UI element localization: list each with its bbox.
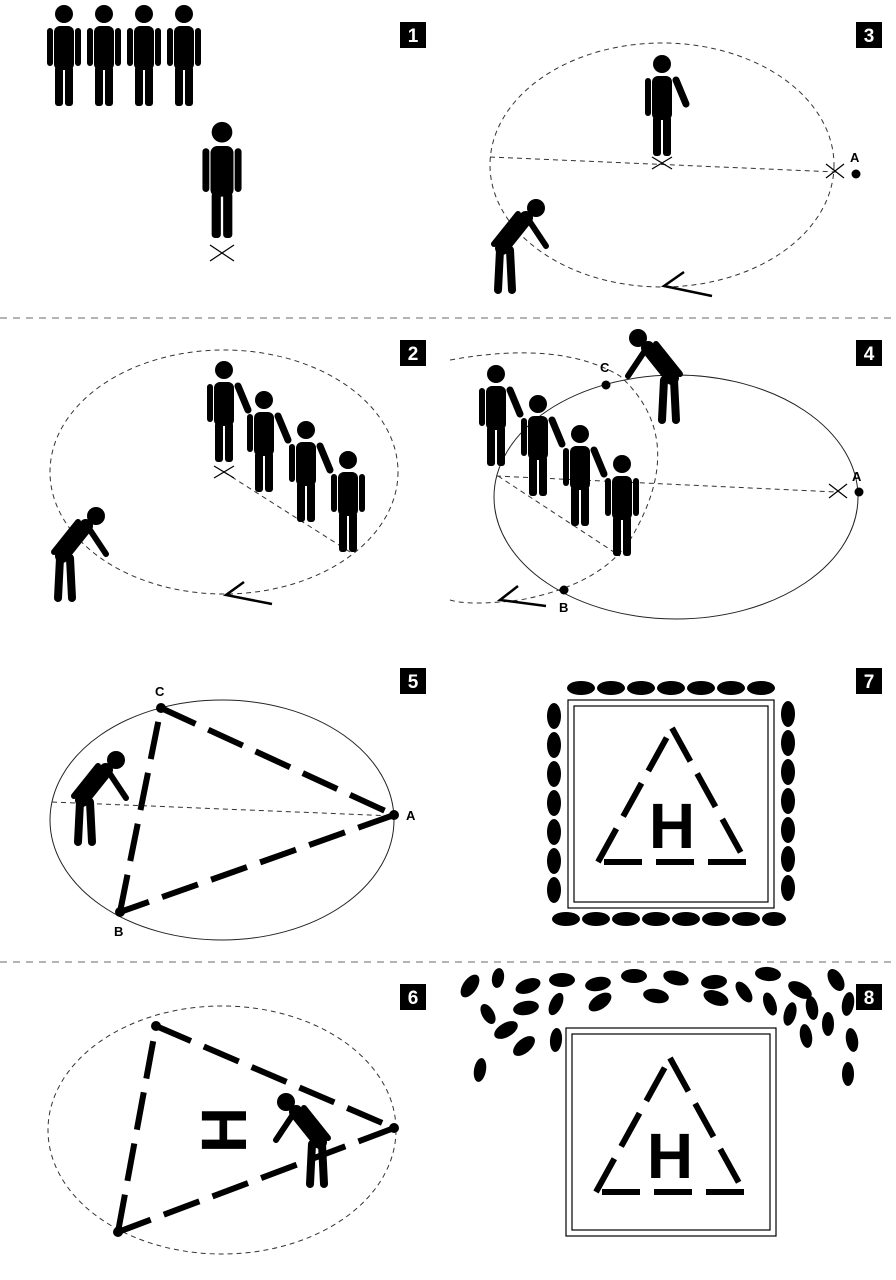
panel-4: 4 C B A [449, 329, 882, 620]
direction-arrow-icon [222, 580, 273, 606]
person-figure [289, 421, 330, 522]
helipad-letter: H [649, 790, 695, 862]
person-figure [645, 55, 686, 156]
person-figure [247, 391, 288, 492]
corner-dot [151, 1021, 161, 1031]
person-bending-figure [74, 751, 126, 842]
point-c-dot [601, 380, 611, 390]
direction-arrow-icon [496, 585, 547, 608]
triangle-outline [117, 705, 396, 915]
corner-dot [389, 1123, 399, 1133]
point-label-b: B [559, 600, 568, 615]
step-badge: 8 [856, 984, 882, 1010]
center-mark-icon [209, 244, 235, 262]
step-badge: 3 [856, 22, 882, 48]
rope-line [489, 156, 837, 173]
rope-line [495, 475, 837, 493]
person-figure [127, 5, 161, 106]
triangle-outline [593, 1056, 747, 1195]
helipad-letter: H [188, 1107, 260, 1153]
person-figure [605, 455, 639, 556]
point-label-a: A [850, 150, 860, 165]
person-figure [207, 361, 248, 462]
point-label-b: B [114, 924, 123, 939]
person-figure [521, 395, 562, 496]
panel-8: 8 [460, 966, 882, 1237]
step-badge: 5 [400, 668, 426, 694]
step-number: 1 [408, 26, 419, 47]
person-bending-figure [494, 199, 546, 290]
panel-2: 2 [49, 340, 426, 606]
stone-border [547, 681, 795, 926]
point-a-dot [389, 810, 399, 820]
step-number: 4 [864, 344, 875, 365]
panel-3: 3 A [489, 22, 882, 298]
point-label-c: C [155, 684, 165, 699]
person-figure [202, 121, 242, 238]
triangle-outline [595, 726, 749, 865]
panel-6: 6 H [47, 984, 426, 1255]
point-label-a: A [852, 469, 862, 484]
direction-arrow-icon [660, 270, 713, 298]
step-number: 7 [864, 672, 875, 693]
step-number: 8 [864, 988, 875, 1009]
helipad-letter: H [647, 1120, 693, 1192]
step-badge: 7 [856, 668, 882, 694]
point-label-c: C [600, 360, 610, 375]
step-badge: 2 [400, 340, 426, 366]
dashed-circle [489, 42, 835, 288]
rope-line [223, 471, 351, 553]
center-mark-icon [213, 465, 235, 479]
pad-inner-border [573, 705, 769, 903]
step-badge: 1 [400, 22, 426, 48]
step-number: 6 [408, 988, 419, 1009]
person-figure [563, 425, 604, 526]
rope-line [497, 475, 621, 557]
person-bending-figure [628, 329, 680, 420]
point-b-dot [559, 585, 569, 595]
point-b-dot [115, 907, 125, 917]
panel-7: 7 [547, 668, 882, 926]
point-a-mark-icon [828, 483, 864, 499]
panel-1: 1 [47, 5, 426, 262]
person-figure [47, 5, 81, 106]
step-number: 5 [408, 672, 419, 693]
step-number: 3 [864, 26, 875, 47]
person-figure [479, 365, 520, 466]
point-label-a: A [406, 808, 416, 823]
pad-outer-border [567, 699, 775, 909]
person-bending-figure [54, 507, 106, 598]
person-figure [331, 451, 365, 552]
step-badge: 4 [856, 340, 882, 366]
corner-dot [113, 1227, 123, 1237]
dashed-circle [49, 349, 399, 595]
pad-inner-border [571, 1033, 771, 1231]
step-number: 2 [408, 344, 419, 365]
point-a-mark-icon [825, 163, 861, 179]
rope-line [51, 801, 395, 817]
triangle-outline [115, 1023, 396, 1235]
previous-dashed-circle [449, 352, 659, 604]
point-c-dot [156, 703, 166, 713]
person-figure [87, 5, 121, 106]
step-badge: 6 [400, 984, 426, 1010]
person-figure [167, 5, 201, 106]
pad-outer-border [565, 1027, 777, 1237]
scattered-stones [460, 966, 859, 1086]
center-mark-icon [651, 156, 673, 170]
panel-5: 5 C A B [49, 668, 426, 941]
